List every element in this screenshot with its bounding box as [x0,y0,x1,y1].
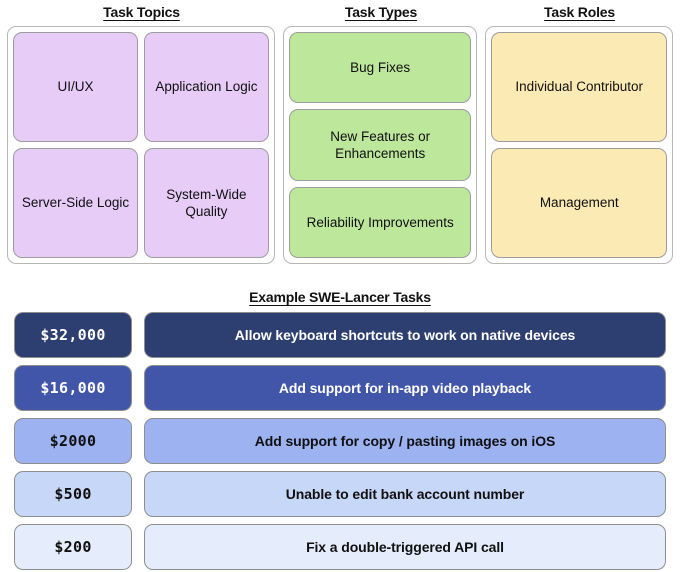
role-cell-individual-contributor: Individual Contributor [491,32,667,142]
task-price-label: $200 [54,538,92,556]
topic-cell-ui-ux: UI/UX [13,32,138,142]
role-label: Management [539,195,619,211]
topic-label: Server-Side Logic [21,195,130,211]
task-price-badge: $32,000 [14,312,132,358]
task-price-label: $500 [54,485,92,503]
type-cell-reliability-improvements: Reliability Improvements [288,186,472,258]
task-row: $500 Unable to edit bank account number [14,471,666,517]
task-price-label: $2000 [49,432,97,450]
task-description-box: Allow keyboard shortcuts to work on nati… [144,312,666,358]
type-cell-new-features: New Features or Enhancements [288,109,472,181]
category-panels: UI/UX Application Logic Server-Side Logi… [0,26,680,266]
column-title-task-types: Task Types [344,4,418,20]
column-title-task-roles: Task Roles [544,4,615,20]
topic-label: System-Wide Quality [166,186,247,219]
task-description-label: Add support for in-app video playback [278,380,532,396]
task-description-box: Fix a double-triggered API call [144,524,666,570]
panel-task-topics: UI/UX Application Logic Server-Side Logi… [7,26,275,264]
task-description-label: Allow keyboard shortcuts to work on nati… [234,327,576,343]
topic-cell-system-wide-quality: System-Wide Quality [143,148,269,258]
type-label: New Features or Enhancements [330,128,431,161]
role-label: Individual Contributor [515,79,643,95]
task-price-badge: $500 [14,471,132,517]
task-description-box: Unable to edit bank account number [144,471,666,517]
task-price-badge: $2000 [14,418,132,464]
type-label: Reliability Improvements [306,214,454,230]
task-price-badge: $16,000 [14,365,132,411]
topic-label: UI/UX [57,79,94,95]
topic-cell-server-side-logic: Server-Side Logic [13,148,138,258]
type-cell-bug-fixes: Bug Fixes [288,32,472,104]
examples-title: Example SWE-Lancer Tasks [249,289,431,305]
task-description-label: Fix a double-triggered API call [306,539,504,555]
task-row: $16,000 Add support for in-app video pla… [14,365,666,411]
example-task-list: $32,000 Allow keyboard shortcuts to work… [0,312,680,570]
column-title-task-topics: Task Topics [103,4,180,20]
type-label: Bug Fixes [350,60,411,76]
topic-label: Application Logic [155,79,258,95]
task-price-label: $16,000 [40,379,106,397]
task-row: $200 Fix a double-triggered API call [14,524,666,570]
task-description-label: Add support for copy / pasting images on… [254,433,556,449]
task-description-box: Add support for copy / pasting images on… [144,418,666,464]
task-price-badge: $200 [14,524,132,570]
column-header-task-types: Task Types [283,4,479,20]
role-cell-management: Management [491,148,667,258]
task-description-label: Unable to edit bank account number [285,486,525,502]
examples-header: Example SWE-Lancer Tasks [0,282,680,312]
task-price-label: $32,000 [40,326,106,344]
column-headers: Task Topics Task Types Task Roles [0,0,680,26]
panel-task-types: Bug Fixes New Features or Enhancements R… [282,26,478,264]
panel-task-roles: Individual Contributor Management [485,26,673,264]
task-row: $2000 Add support for copy / pasting ima… [14,418,666,464]
task-row: $32,000 Allow keyboard shortcuts to work… [14,312,666,358]
topic-cell-application-logic: Application Logic [143,32,269,142]
column-header-task-topics: Task Topics [0,4,283,20]
task-description-box: Add support for in-app video playback [144,365,666,411]
column-header-task-roles: Task Roles [479,4,680,20]
